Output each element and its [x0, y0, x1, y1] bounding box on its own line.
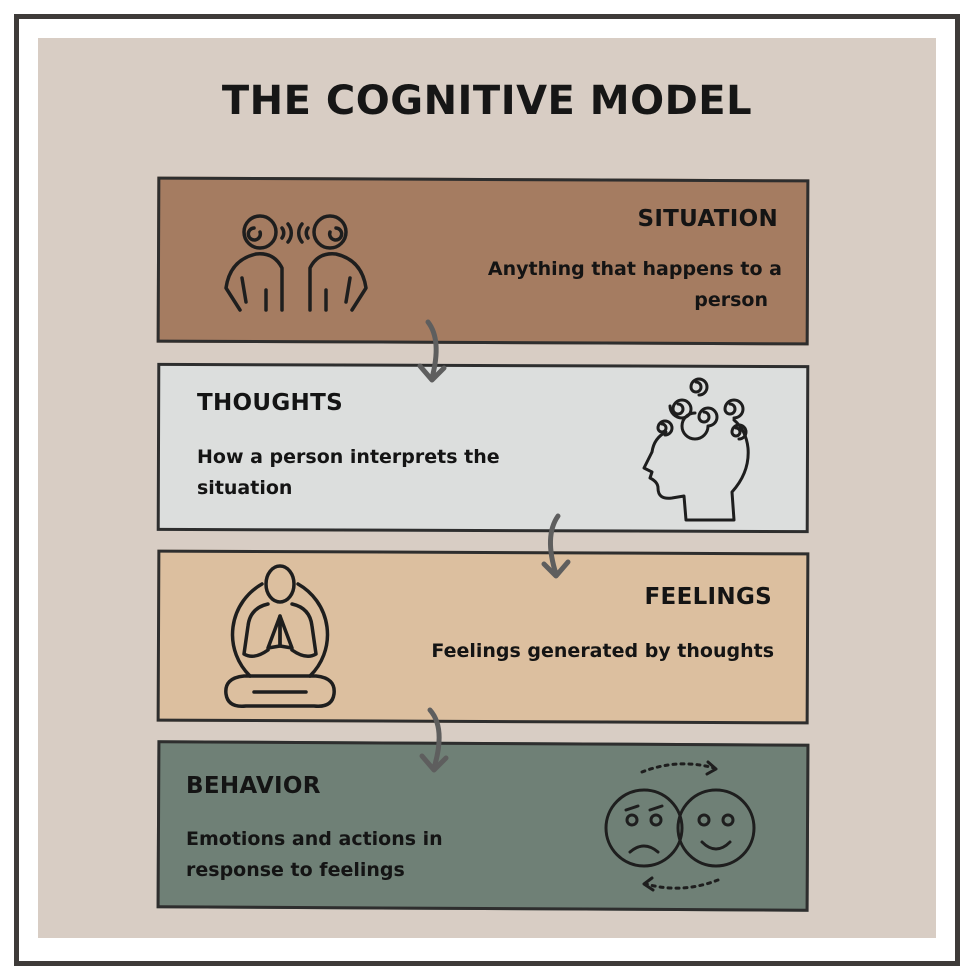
behavior-description: Emotions and actions in response to feel…	[186, 824, 586, 886]
behavior-desc-line1: Emotions and actions in	[186, 828, 443, 850]
situation-heading: SITUATION	[637, 206, 778, 232]
diagram-title: THE COGNITIVE MODEL	[221, 78, 753, 124]
arrow-thoughts-to-feelings	[541, 513, 571, 579]
meditating-person-icon	[224, 564, 336, 708]
feelings-heading: FEELINGS	[644, 584, 772, 610]
behavior-heading: BEHAVIOR	[186, 773, 321, 799]
behavior-desc-line2: response to feelings	[186, 859, 405, 881]
situation-desc-line2: person	[694, 289, 768, 311]
arrow-feelings-to-behavior	[419, 707, 449, 773]
sad-happy-faces-cycle-icon	[604, 760, 756, 892]
situation-desc-line1: Anything that happens to a	[487, 258, 782, 280]
head-swirls-icon	[642, 377, 750, 522]
situation-description: Anything that happens to a person	[420, 254, 782, 316]
thoughts-description: How a person interprets the situation	[197, 442, 597, 504]
thoughts-heading: THOUGHTS	[197, 390, 343, 416]
feelings-description: Feelings generated by thoughts	[431, 640, 774, 662]
thoughts-desc-line2: situation	[197, 477, 293, 499]
arrow-situation-to-thoughts	[417, 319, 447, 383]
two-people-talking-icon	[224, 214, 368, 312]
thoughts-desc-line1: How a person interprets the	[197, 446, 500, 468]
